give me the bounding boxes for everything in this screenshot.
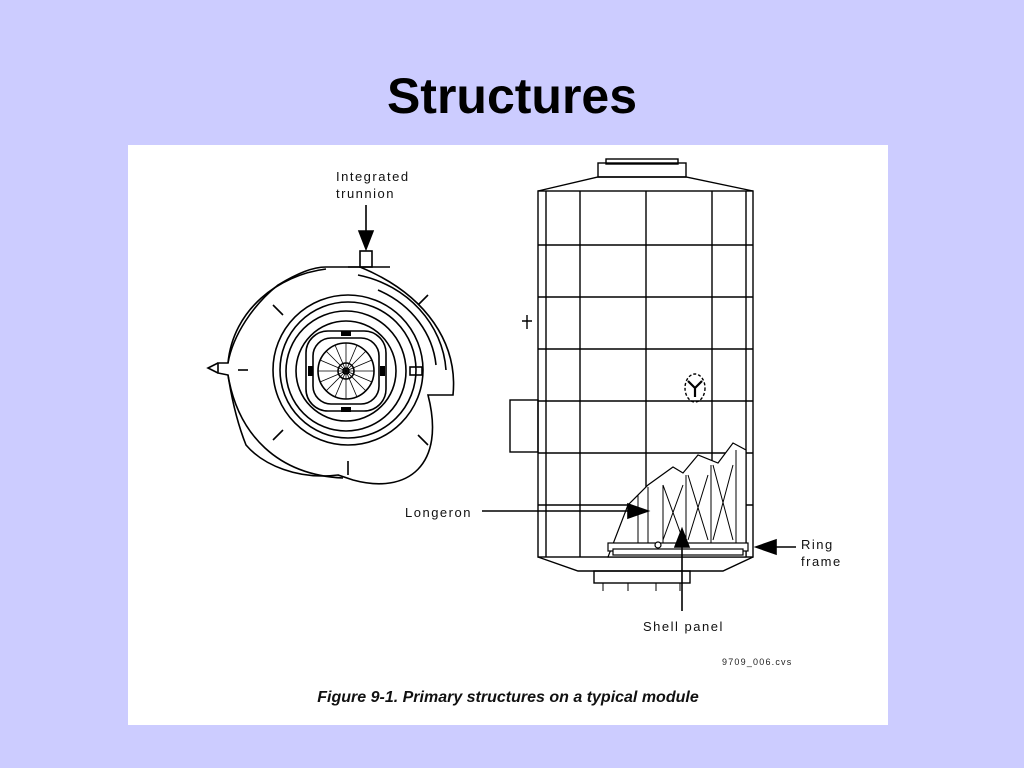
drawing-code: 9709_006.cvs: [722, 657, 793, 667]
longeron-arrow: [482, 502, 651, 520]
module-diagram: [206, 158, 796, 611]
trunnion-arrow: [357, 205, 375, 252]
figure-panel: Integrated trunnion Longeron Ring frame …: [128, 145, 888, 725]
hatch-sunburst: [318, 343, 374, 399]
figure-caption: Figure 9-1. Primary structures on a typi…: [317, 689, 699, 706]
end-view: [206, 250, 455, 485]
bottom-fittings: [602, 583, 681, 591]
hatch-latches: [308, 331, 385, 412]
label-trunnion-line2: trunnion: [336, 186, 395, 201]
ring-frame-arrow: [753, 538, 796, 556]
shell-panel-arrow: [673, 526, 691, 611]
label-shell-panel: Shell panel: [643, 619, 724, 634]
label-trunnion-line1: Integrated: [336, 169, 410, 184]
label-ring-line1: Ring: [801, 537, 834, 552]
label-ring-line2: frame: [801, 554, 842, 569]
slide-title: Structures: [386, 68, 638, 124]
side-view: [509, 158, 754, 584]
label-longeron: Longeron: [405, 505, 472, 520]
